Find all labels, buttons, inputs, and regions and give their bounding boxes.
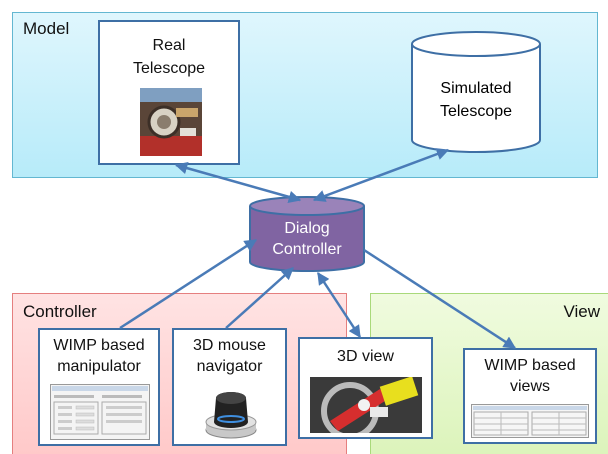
arrow-simulated-telescope-dialog [312, 148, 450, 202]
telescope-photo [140, 88, 202, 156]
dialog-controller-label-1: Dialog [284, 220, 330, 237]
wimp-manipulator-node: WIMP based manipulator [38, 328, 160, 446]
simulated-telescope-label-1: Simulated [440, 80, 512, 97]
wimp-form-screenshot [50, 384, 150, 440]
arrow-manipulator-dialog [119, 238, 258, 330]
dialog-controller-node: Dialog Controller [248, 196, 366, 274]
wimp-manipulator-label-1: WIMP based [53, 337, 145, 354]
real-telescope-label-1: Real [152, 37, 186, 54]
3d-render-screenshot [310, 377, 422, 433]
simulated-telescope-label-2: Telescope [439, 103, 513, 120]
real-telescope-node: Real Telescope [98, 20, 240, 165]
arrow-navigator-dialog [225, 267, 294, 329]
mouse-navigator-label-1: 3D mouse [193, 337, 266, 354]
arrow-dialog-3d-view [316, 271, 362, 339]
3d-mouse-icon [205, 392, 257, 439]
wimp-table-screenshot [471, 404, 589, 438]
arrow-real-telescope-dialog [174, 162, 302, 203]
model-region-title: Model [23, 19, 70, 38]
wimp-manipulator-label-2: manipulator [57, 358, 141, 375]
simulated-telescope-cylinder [411, 31, 541, 153]
dialog-controller-label-2: Controller [272, 241, 342, 258]
mouse-navigator-node: 3D mouse navigator [172, 328, 287, 446]
real-telescope-label-2: Telescope [132, 60, 206, 77]
wimp-views-label-2: views [509, 378, 550, 395]
view-region-title: View [563, 302, 600, 321]
mouse-navigator-label-2: navigator [196, 358, 263, 375]
arrow-dialog-wimp-views [363, 248, 517, 350]
controller-region-title: Controller [23, 302, 97, 321]
3d-view-node: 3D view [298, 337, 433, 439]
wimp-views-label-1: WIMP based [484, 357, 576, 374]
dialog-controller-cylinder [249, 196, 365, 272]
3d-view-label: 3D view [337, 348, 394, 365]
wimp-views-node: WIMP based views [463, 348, 597, 444]
simulated-telescope-node: Simulated Telescope [410, 30, 542, 154]
